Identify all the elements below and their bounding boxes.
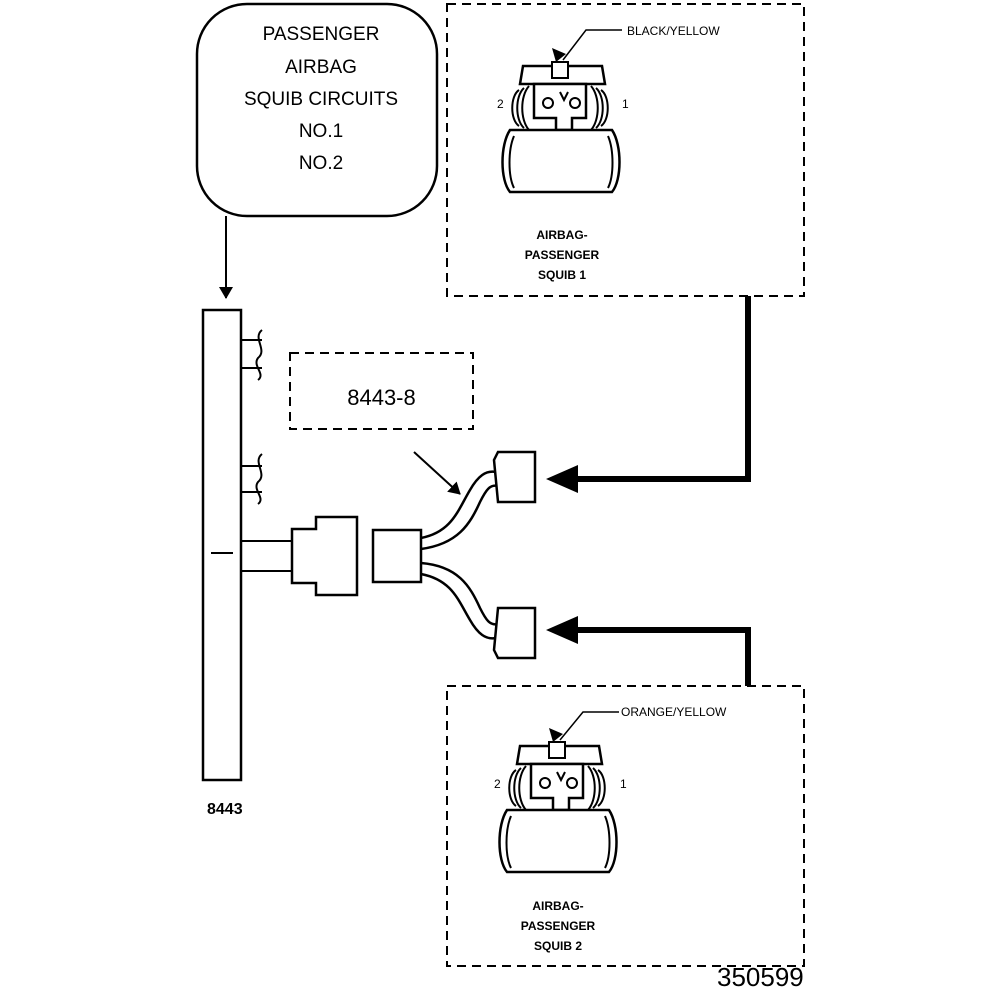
squib1-label-line-2: PASSENGER (524, 248, 600, 262)
harness-lower-branch (420, 561, 499, 640)
harness-upper-branch (420, 470, 499, 551)
squib2-box (446, 685, 805, 967)
circuit-line-4: NO.1 (298, 121, 344, 142)
squib1-wire-color: BLACK/YELLOW (627, 24, 720, 38)
squib1-connector (501, 29, 622, 194)
tool-stub-middle (241, 453, 263, 505)
tool-8443-body (201, 308, 243, 782)
tool-output-stub (241, 540, 292, 572)
squib2-wire-color: ORANGE/YELLOW (621, 705, 727, 719)
squib2-pin-1: 1 (620, 777, 627, 791)
circuit-line-1: PASSENGER (262, 24, 380, 45)
squib1-to-harness-line (575, 296, 751, 482)
squib1-to-harness-arrowhead (546, 465, 578, 493)
tool-8443-label: 8443 (207, 801, 243, 818)
tool-stub-upper (241, 329, 263, 381)
squib2-to-harness-arrowhead (546, 616, 578, 644)
harness-input-connector (371, 528, 423, 584)
squib1-label-line-3: SQUIB 1 (537, 268, 586, 282)
tool-8443-8-label-box (289, 352, 474, 430)
squib1-pin-1: 1 (622, 97, 629, 111)
squib1-pin-2: 2 (497, 97, 504, 111)
tool-8443-8-label: 8443-8 (347, 385, 416, 410)
squib2-label-line-1: AIRBAG- (532, 899, 584, 913)
squib2-label-line-2: PASSENGER (520, 919, 596, 933)
squib2-pin-2: 2 (494, 777, 501, 791)
circuit-line-5: NO.2 (298, 153, 344, 174)
circuit-line-2: AIRBAG (285, 57, 357, 78)
harness-lower-plug (492, 606, 537, 660)
squib1-label-line-1: AIRBAG- (536, 228, 588, 242)
squib2-label-line-3: SQUIB 2 (533, 939, 582, 953)
circuit-description-box (195, 2, 439, 218)
harness-upper-plug (492, 450, 537, 504)
circuit-line-3: SQUIB CIRCUITS (243, 89, 399, 110)
figure-number: 350599 (717, 962, 804, 992)
tool-output-connector (290, 515, 359, 597)
squib2-connector (498, 711, 619, 874)
squib1-box (446, 3, 805, 297)
harness-pointer-arrow (413, 451, 461, 495)
squib2-to-harness-line (575, 627, 751, 686)
